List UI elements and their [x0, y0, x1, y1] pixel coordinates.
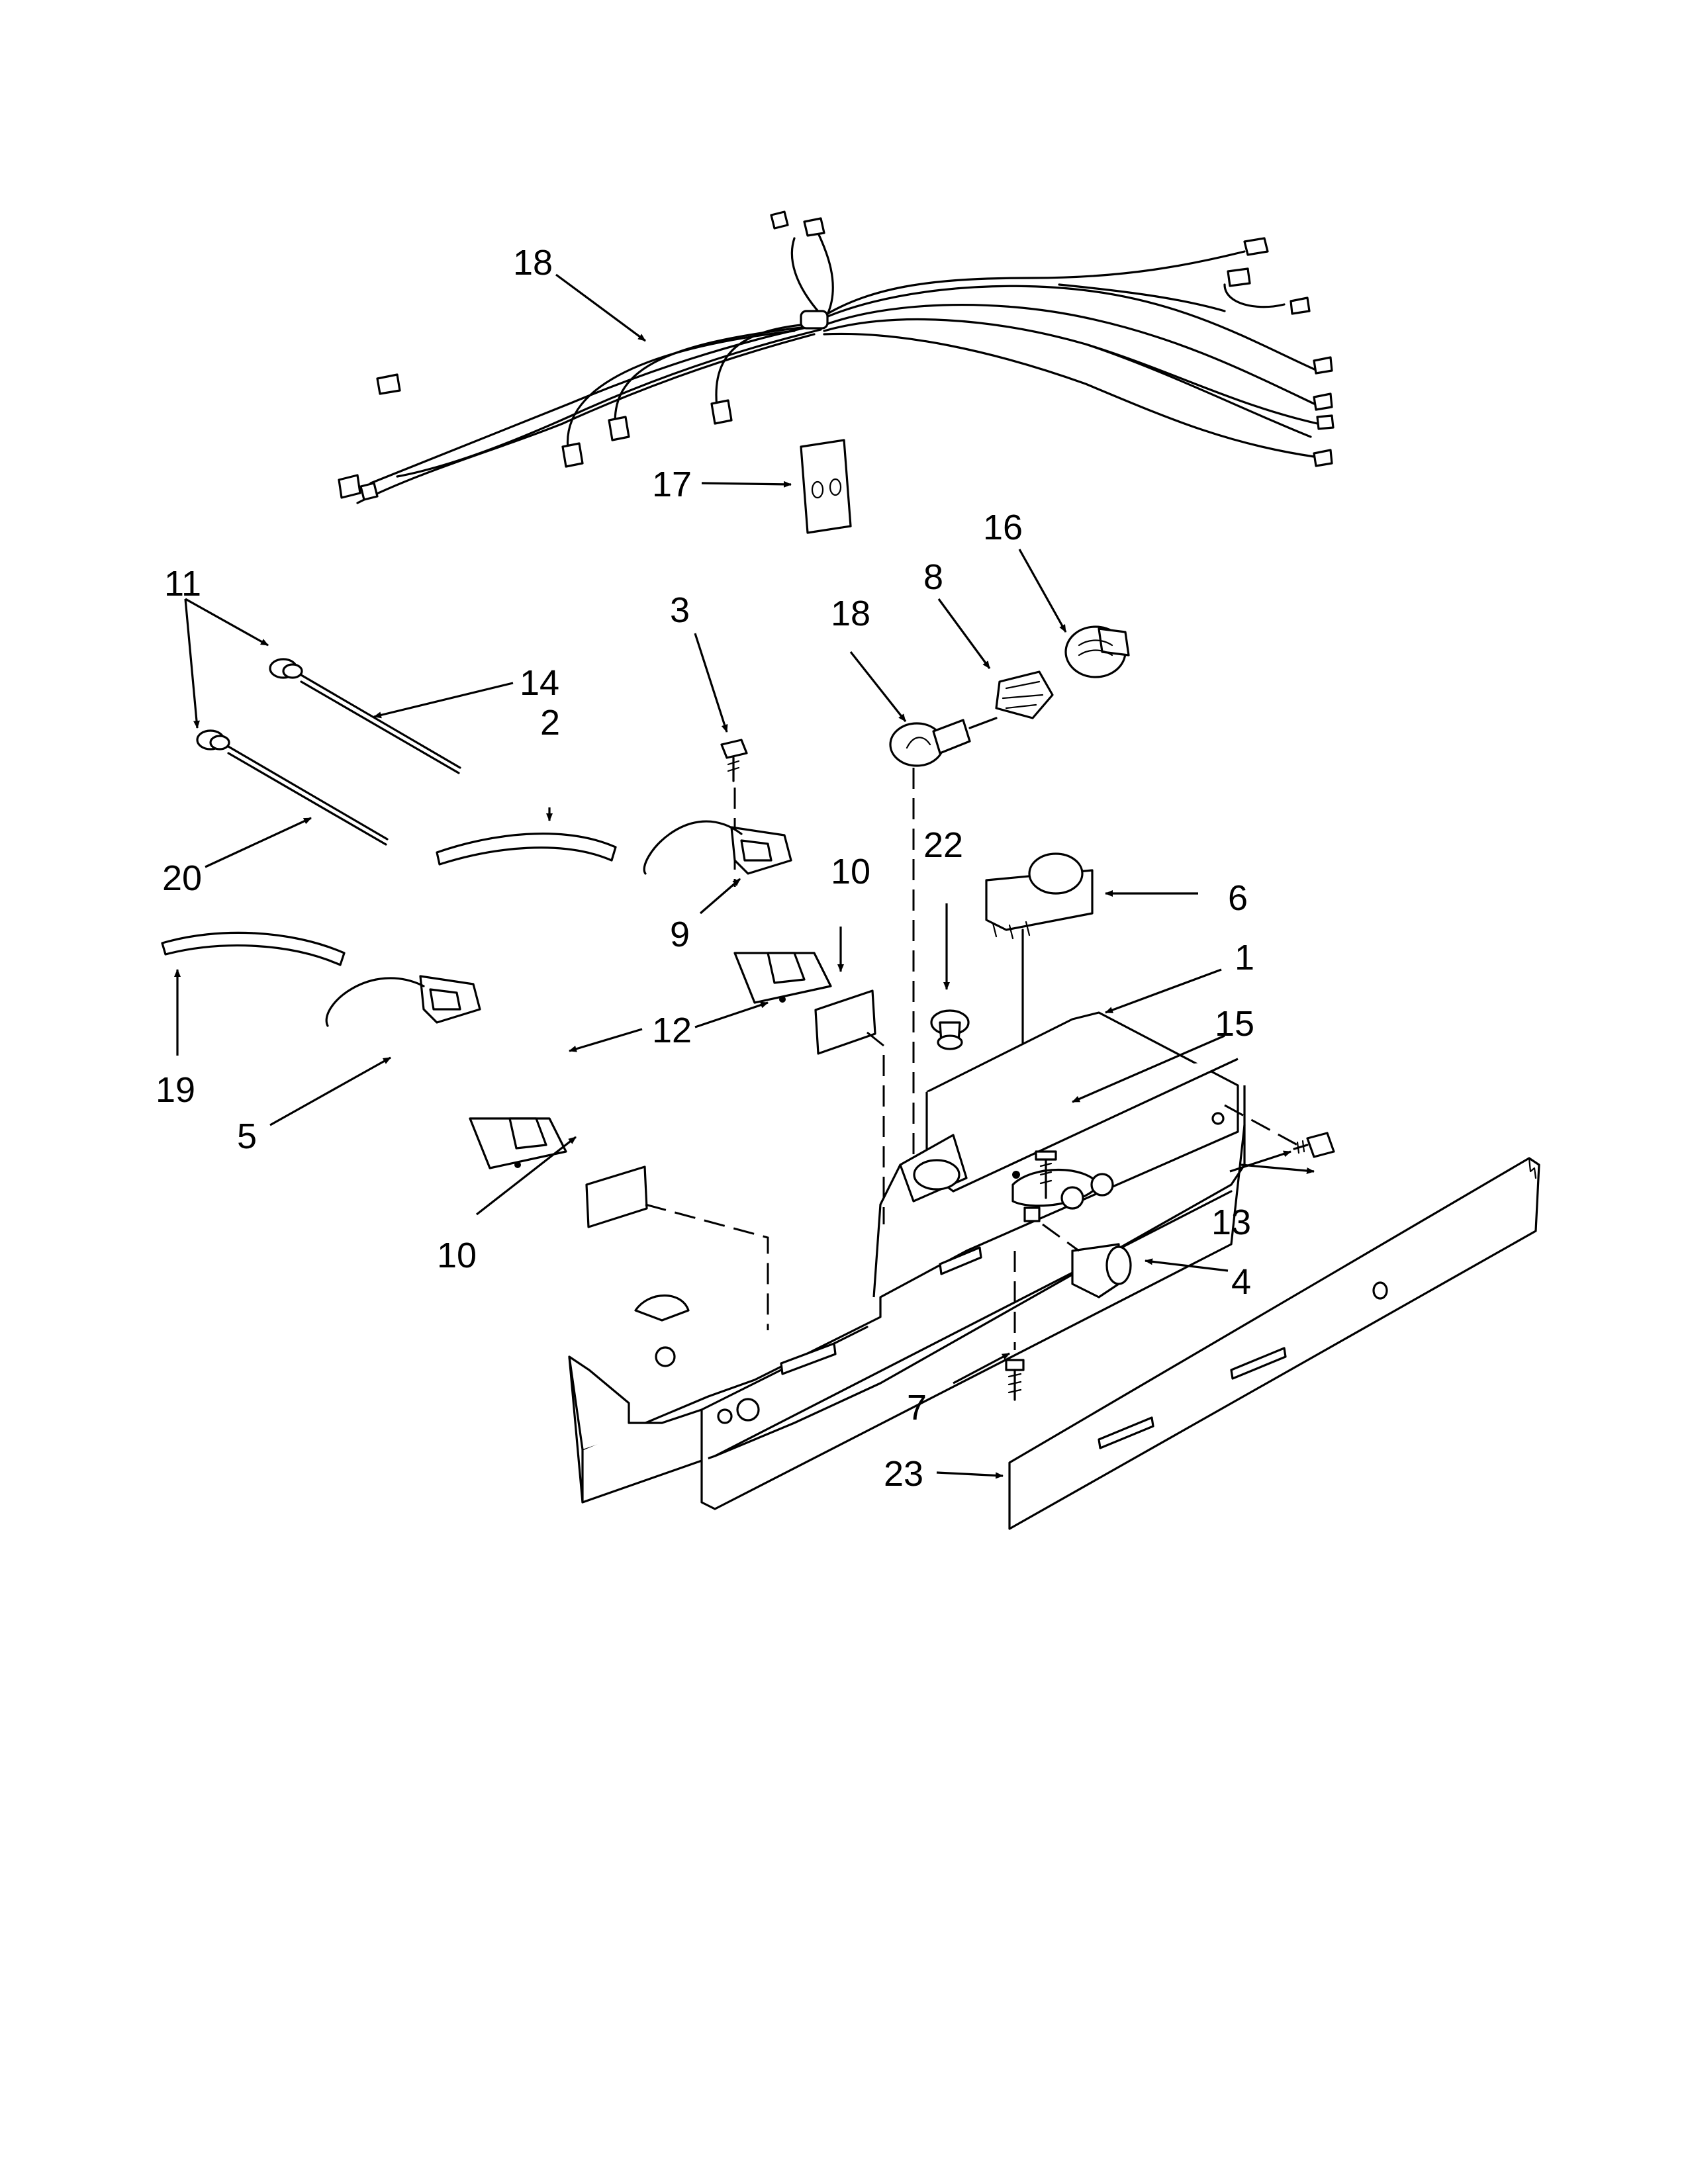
screw-7	[1005, 1251, 1025, 1401]
bracket-12-b	[469, 1117, 567, 1169]
label-6: 6	[1228, 878, 1248, 918]
label-10-top	[814, 989, 876, 1055]
wire-harness	[338, 210, 1335, 504]
label-5: 5	[237, 1116, 257, 1156]
label-21: 20	[162, 858, 202, 898]
label-3: 3	[670, 590, 690, 630]
tubes	[161, 833, 617, 966]
bracket-12	[733, 952, 832, 1004]
rods-and-bushings	[196, 658, 461, 846]
switch-4	[1042, 1223, 1132, 1298]
label-7: 7	[907, 1388, 927, 1428]
label-9: 9	[670, 915, 690, 954]
label-14: 14	[520, 663, 559, 703]
bulb-18	[889, 717, 998, 767]
label-17: 17	[652, 465, 692, 504]
socket-8	[995, 670, 1054, 719]
label-2: 2	[540, 703, 560, 743]
bumper-22	[930, 1009, 970, 1050]
label-10-bottom	[585, 1165, 648, 1228]
label-10-b: 10	[437, 1236, 477, 1275]
label-18: 18	[831, 594, 870, 633]
switch-9	[643, 820, 792, 875]
switch-5	[325, 975, 481, 1027]
connection-lines	[645, 1031, 885, 1330]
label-8: 8	[923, 557, 943, 597]
label-15: 15	[1215, 1004, 1254, 1044]
screw-13	[1224, 1104, 1335, 1158]
label-11: 11	[164, 564, 201, 604]
label-10-a: 10	[831, 852, 870, 891]
label-4: 4	[1231, 1262, 1251, 1302]
socket-16	[1064, 625, 1130, 678]
label-1: 1	[1235, 938, 1254, 978]
label-13: 13	[1211, 1203, 1251, 1242]
leader-arrows	[174, 273, 1315, 1479]
part-labels: 18 17 16 11 3 8 18 14 2 20 10 22 6 9 1 1…	[156, 243, 1254, 1494]
label-22: 22	[923, 825, 963, 865]
label-16: 16	[983, 508, 1023, 547]
grommet-plate	[800, 439, 852, 534]
timer-6	[985, 852, 1094, 1047]
label-12: 12	[652, 1011, 692, 1050]
control-housing	[568, 1011, 1246, 1510]
label-19: 18	[513, 243, 553, 283]
label-23: 23	[884, 1454, 923, 1494]
label-20: 19	[156, 1070, 195, 1110]
trim-panel	[1008, 1157, 1540, 1530]
screw-15	[1035, 1150, 1057, 1199]
